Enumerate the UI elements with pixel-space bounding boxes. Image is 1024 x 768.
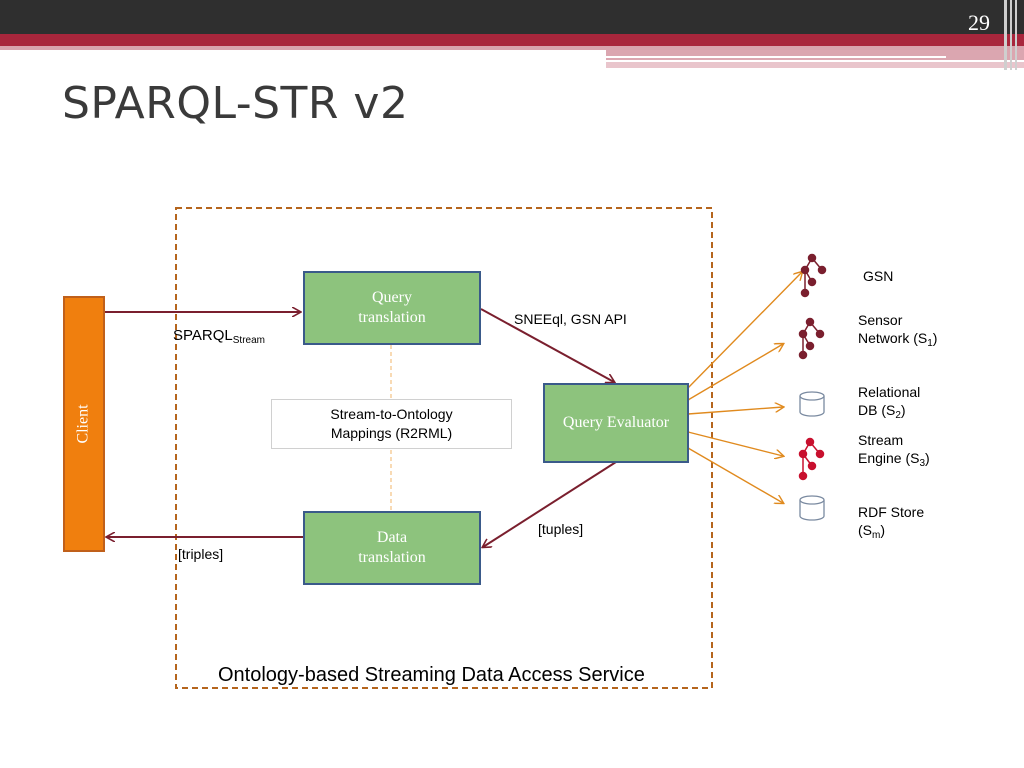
data-translation-label-1: Data bbox=[376, 529, 408, 546]
accent-stripe bbox=[606, 62, 1024, 68]
accent-stripe bbox=[606, 56, 946, 58]
triples-edge-label: [triples] bbox=[178, 546, 224, 562]
source-label-relational-db: Relational DB (S2) bbox=[858, 384, 921, 421]
source-label-rdf-store: RDF Store (Sm) bbox=[858, 504, 925, 541]
data-translation-label-2: translation bbox=[358, 549, 426, 566]
tuples-edge-label: [tuples] bbox=[538, 521, 584, 537]
page-number: 29 bbox=[968, 10, 990, 35]
sparql-edge-label: SPARQLStream bbox=[173, 327, 265, 346]
query-translation-label-2: translation bbox=[358, 309, 426, 326]
service-label: Ontology-based Streaming Data Access Ser… bbox=[218, 664, 645, 686]
header-bar bbox=[0, 0, 1024, 34]
accent-stripe bbox=[606, 50, 1024, 60]
database-icon bbox=[799, 495, 825, 521]
source-label-stream-engine: Stream Engine (S3) bbox=[858, 432, 930, 469]
edge-evaluator-sensor bbox=[688, 344, 783, 400]
accent-stripe bbox=[1004, 0, 1007, 70]
client-node: Client bbox=[63, 296, 105, 552]
source-label-gsn: GSN bbox=[863, 268, 894, 284]
mappings-label-2: Mappings (R2RML) bbox=[330, 425, 453, 441]
mappings-node: Stream-to-Ontology Mappings (R2RML) bbox=[271, 399, 512, 449]
accent-stripe bbox=[0, 46, 1024, 50]
data-translation-node: Data translation bbox=[303, 511, 481, 585]
network-icon bbox=[798, 437, 825, 481]
database-icon bbox=[799, 391, 825, 417]
query-translation-node: Query translation bbox=[303, 271, 481, 345]
source-label-sensor-network: Sensor Network (S1) bbox=[858, 312, 938, 349]
accent-bar bbox=[0, 34, 1024, 46]
accent-stripe bbox=[1010, 0, 1012, 70]
query-evaluator-label: Query Evaluator bbox=[562, 414, 670, 431]
sparql-subscript: Stream bbox=[232, 335, 265, 346]
edge-evaluator-stream-engine bbox=[688, 432, 783, 456]
query-translation-label-1: Query bbox=[372, 289, 412, 306]
slide-title: SPARQL-STR v2 bbox=[62, 78, 409, 129]
network-icon bbox=[798, 317, 825, 360]
edge-evaluator-to-data bbox=[483, 461, 617, 547]
mappings-label-1: Stream-to-Ontology bbox=[330, 406, 453, 422]
sneeql-edge-label: SNEEql, GSN API bbox=[514, 311, 627, 327]
edge-evaluator-relational bbox=[688, 407, 783, 414]
edge-query-to-evaluator bbox=[480, 308, 614, 382]
query-evaluator-node: Query Evaluator bbox=[543, 383, 689, 463]
edge-evaluator-gsn bbox=[686, 272, 802, 390]
edge-evaluator-rdf-store bbox=[688, 448, 783, 503]
client-label: Client bbox=[75, 404, 93, 444]
accent-stripe bbox=[1015, 0, 1017, 70]
network-icon bbox=[800, 253, 827, 298]
